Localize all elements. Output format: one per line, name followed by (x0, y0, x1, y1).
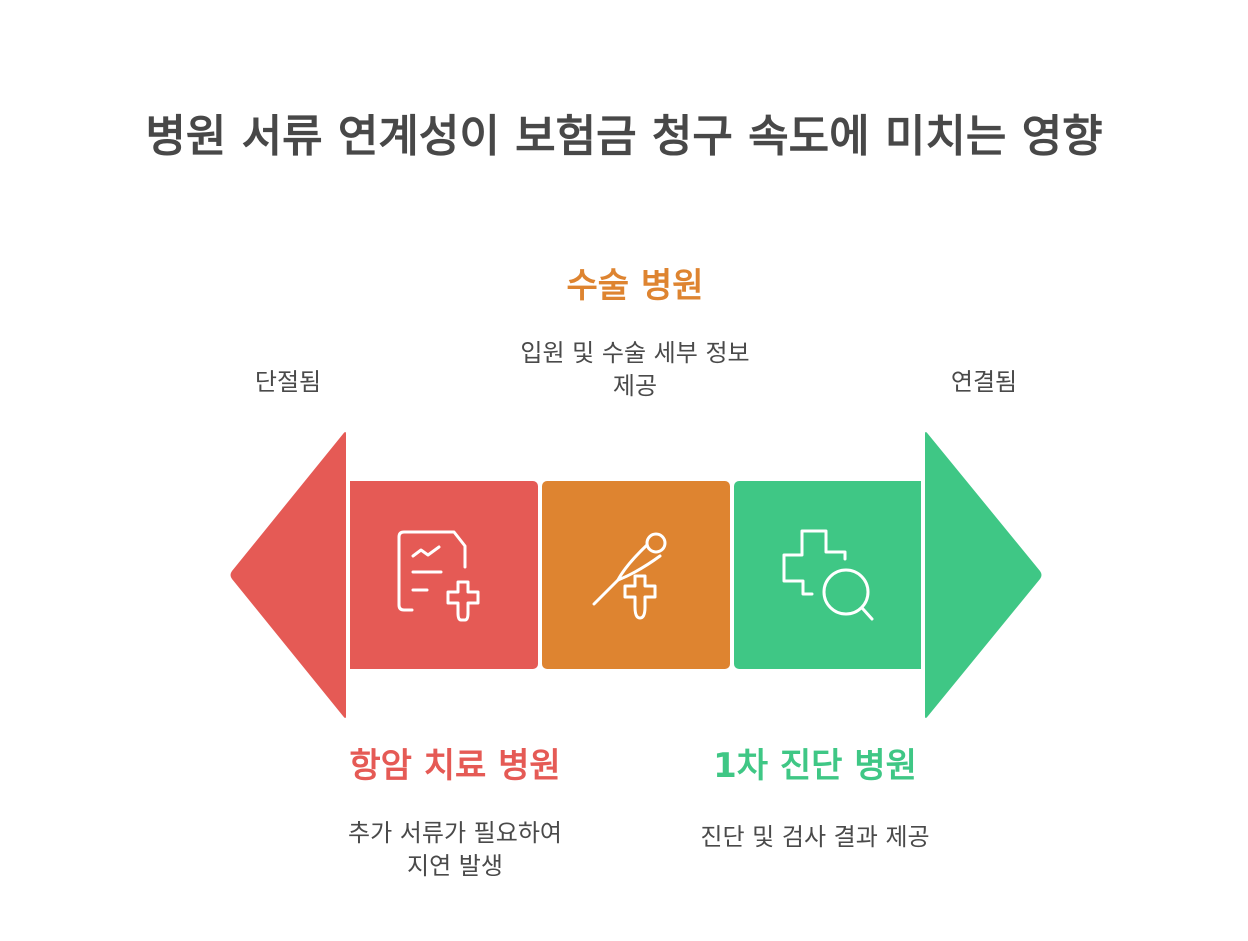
stage-heading-cancer-hospital: 항암 치료 병원 (349, 746, 561, 786)
scale-label-connected: 연결됨 (950, 368, 1018, 396)
stage-box-red (350, 481, 538, 669)
stage-description-cancer-hospital: 추가 서류가 필요하여 지연 발생 (290, 817, 620, 883)
page-title: 병원 서류 연계성이 보험금 청구 속도에 미치는 영향 (145, 111, 1103, 162)
scale-label-disconnected: 단절됨 (254, 368, 322, 396)
description-line: 추가 서류가 필요하여 (348, 819, 562, 847)
medical-report-plus-icon (397, 530, 480, 622)
stage-description-surgery-hospital: 입원 및 수술 세부 정보 제공 (470, 337, 800, 403)
stage-description-primary-diagnosis-hospital: 진단 및 검사 결과 제공 (650, 821, 980, 854)
right-arrowhead (925, 432, 1042, 718)
medical-cross-search-icon (782, 529, 874, 621)
description-line: 제공 (612, 372, 658, 400)
syringe-plus-icon (592, 532, 667, 620)
description-line: 진단 및 검사 결과 제공 (700, 823, 930, 851)
stage-heading-primary-diagnosis-hospital: 1차 진단 병원 (713, 746, 917, 786)
stage-heading-surgery-hospital: 수술 병원 (566, 266, 704, 306)
left-arrowhead (230, 432, 346, 718)
description-line: 지연 발생 (407, 852, 503, 880)
stage-box-green (734, 481, 921, 669)
description-line: 입원 및 수술 세부 정보 (520, 339, 750, 367)
